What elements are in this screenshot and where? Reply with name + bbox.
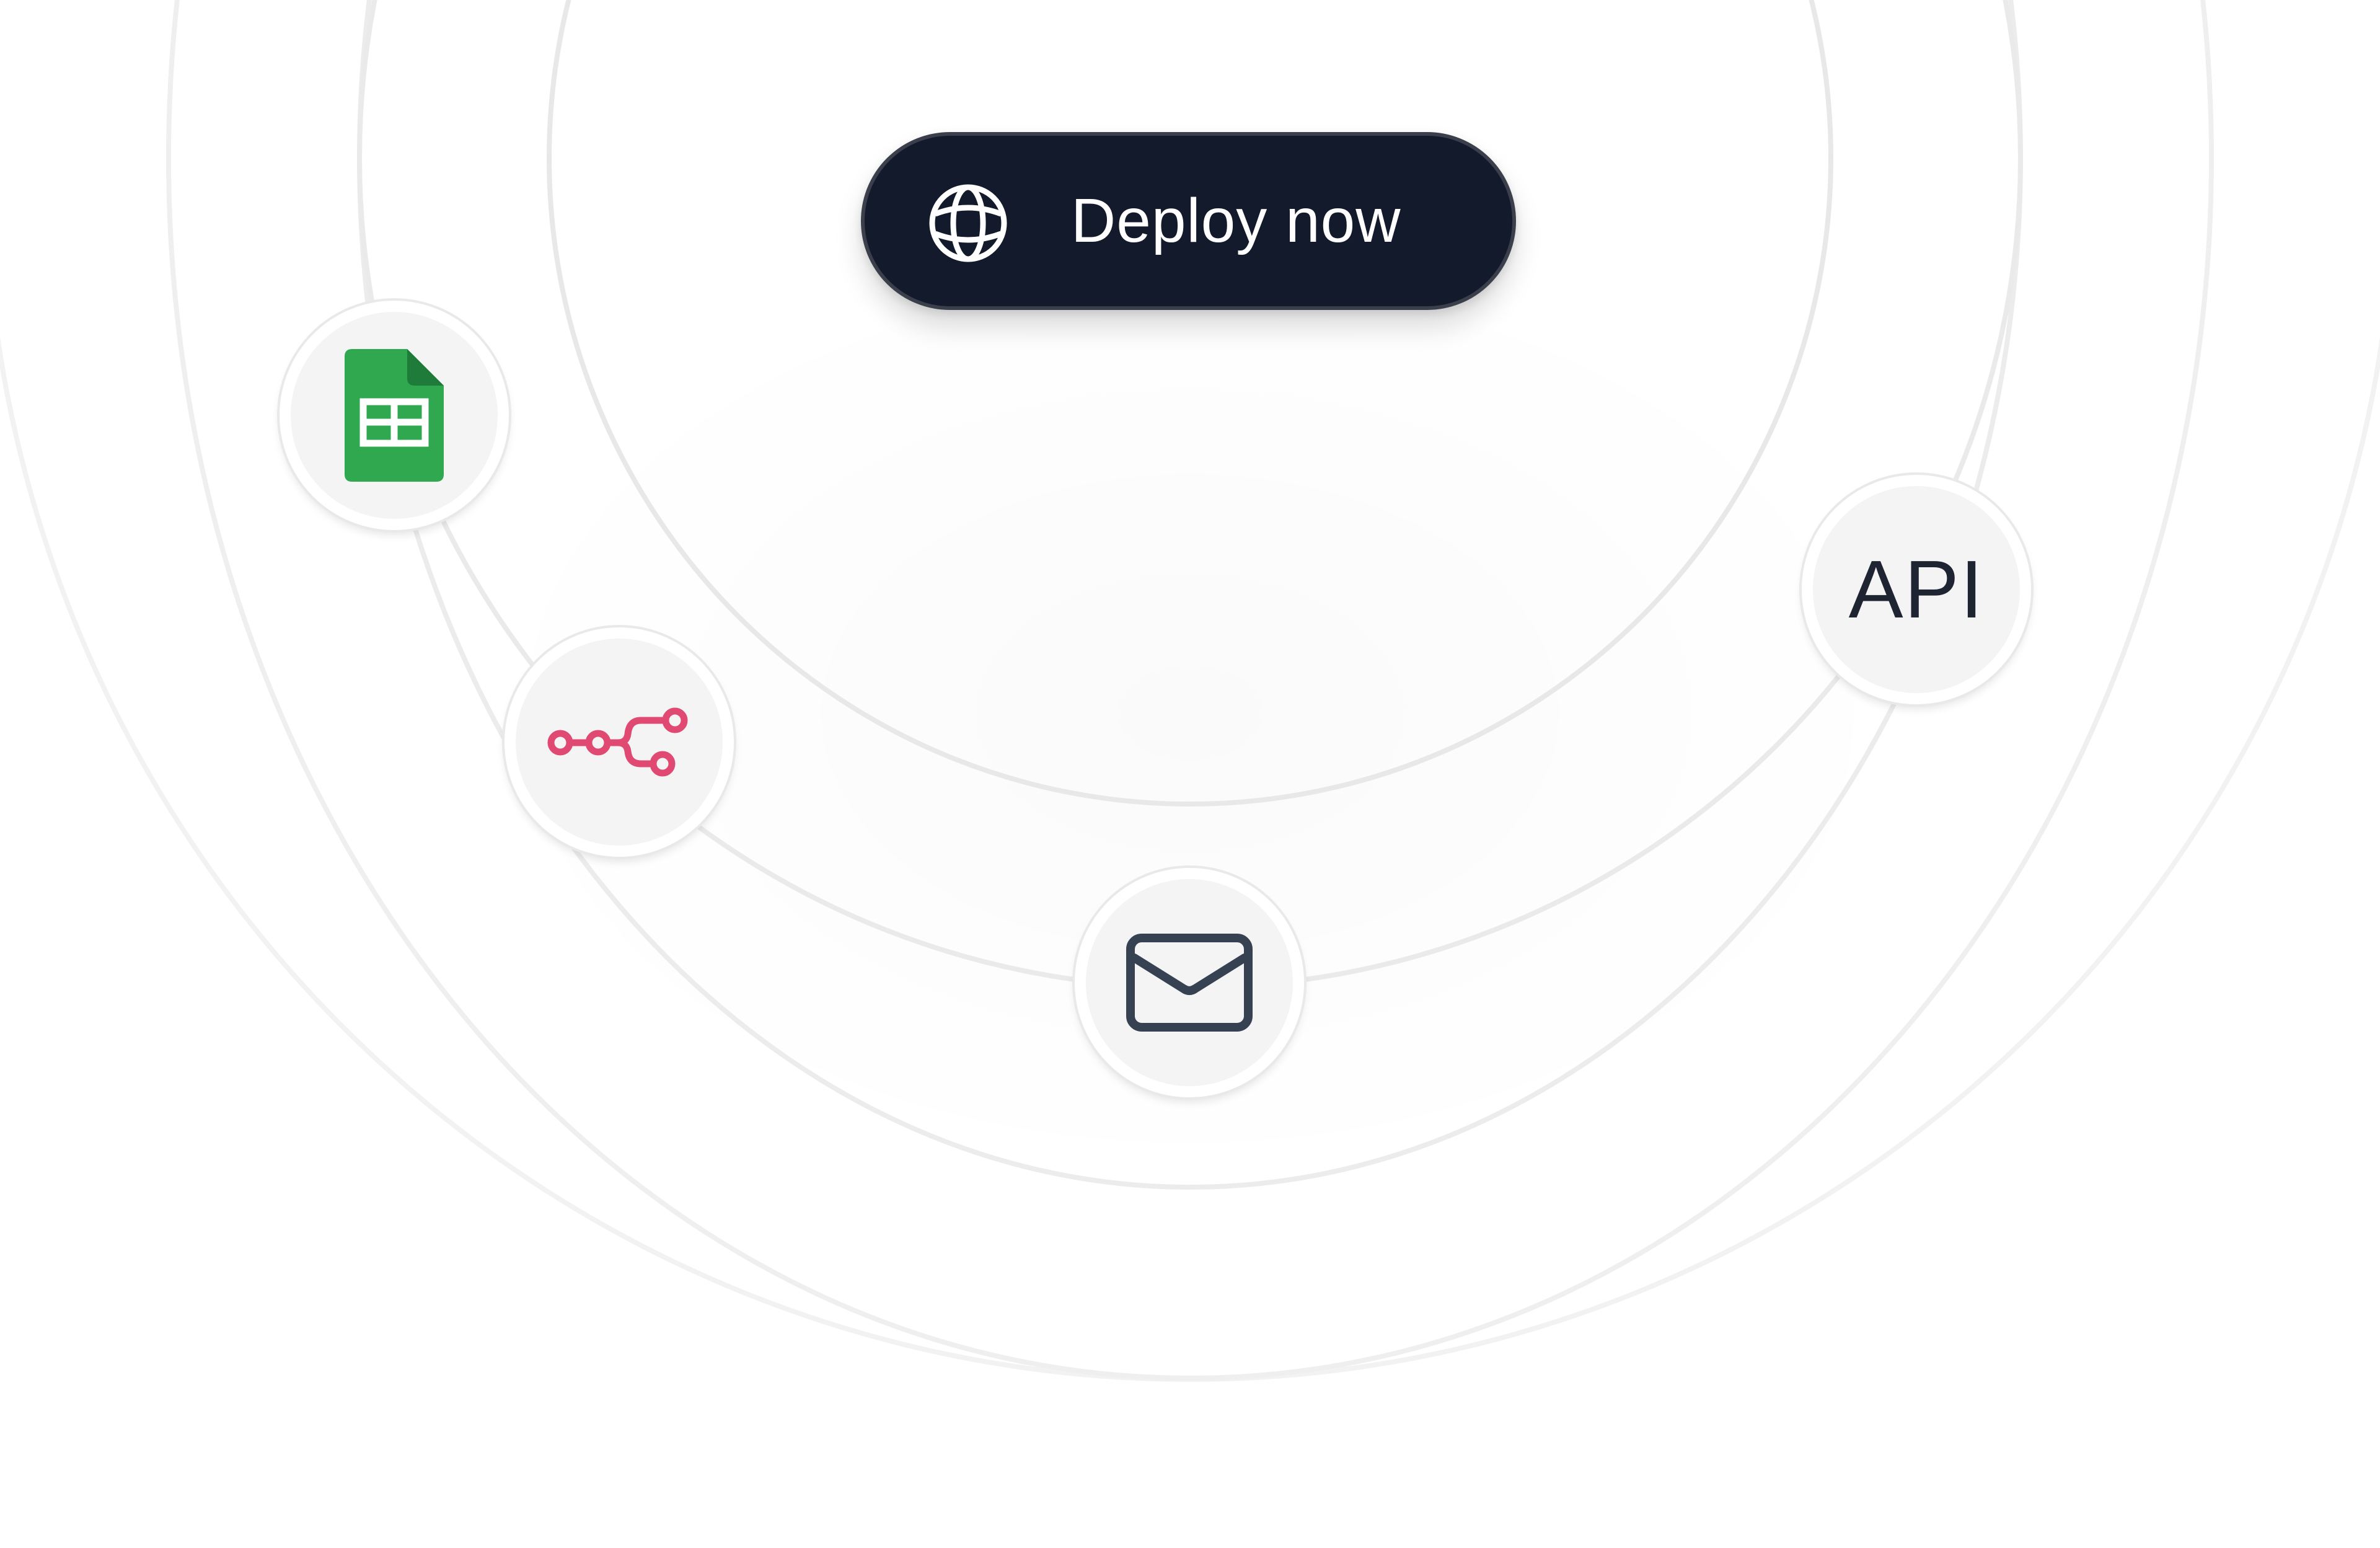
google-sheets-icon [345, 349, 444, 482]
orbit-ring-inner [547, 0, 1833, 807]
workflow-nodes-icon [547, 707, 688, 777]
globe-icon [929, 184, 1007, 262]
deploy-now-label: Deploy now [1071, 186, 1401, 255]
api-node[interactable]: API [1802, 475, 2031, 704]
email-node[interactable] [1075, 868, 1304, 1097]
orbit-ring-4 [166, 0, 2214, 1381]
deploy-now-button[interactable]: Deploy now [861, 132, 1516, 310]
api-label: API [1848, 544, 1985, 635]
n8n-workflow-node[interactable] [505, 627, 734, 857]
google-sheets-node[interactable] [280, 301, 509, 530]
mail-icon [1126, 934, 1253, 1032]
